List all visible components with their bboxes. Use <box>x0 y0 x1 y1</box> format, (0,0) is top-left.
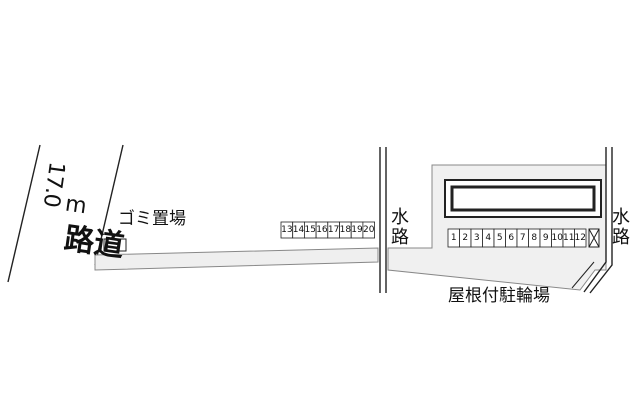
road-label: 17.0 m 道路 <box>5 137 126 290</box>
bike-parking-cross-2 <box>588 228 600 248</box>
waterway-left-label: 水路 <box>388 207 409 247</box>
parking-space-number: 16 <box>316 224 328 235</box>
parking-space-number: 18 <box>339 224 352 235</box>
parking-space-number: 14 <box>292 224 305 235</box>
parking-space-number: 2 <box>462 232 469 243</box>
parking-space-number: 3 <box>473 232 480 243</box>
parking-space-number: 12 <box>574 232 586 243</box>
building-inner <box>450 185 596 212</box>
parking-space-number: 10 <box>551 232 563 243</box>
parking-space-number: 5 <box>496 232 503 243</box>
trash-area-label: ゴミ置場 <box>118 209 186 229</box>
driveway <box>94 247 379 271</box>
parking-space-number: 8 <box>531 232 538 243</box>
parking-spaces-left <box>280 221 375 239</box>
parking-space-number: 7 <box>519 232 526 243</box>
parking-space-number: 15 <box>304 224 316 235</box>
waterway-right-line-2 <box>589 147 613 294</box>
parking-space-number: 4 <box>485 232 492 243</box>
parking-space-number: 19 <box>351 224 363 235</box>
parking-space-number: 17 <box>327 224 340 235</box>
road-width: 17.0 <box>37 160 69 209</box>
road-edge-line-inner <box>94 144 124 266</box>
bike-parking-leader <box>571 261 595 289</box>
parking-space-number: 6 <box>508 232 515 243</box>
road-unit: m <box>63 191 89 220</box>
waterway-right-label: 水路 <box>609 207 630 247</box>
waterway-right-line <box>583 147 607 293</box>
parking-space-number: 1 <box>450 232 457 243</box>
road-name: 道路 <box>56 221 126 262</box>
parking-space-number: 13 <box>281 224 293 235</box>
parking-space <box>362 221 375 239</box>
bike-parking-label: 屋根付駐輪場 <box>448 286 550 306</box>
parking-space-number: 9 <box>542 232 549 243</box>
parking-space-number: 11 <box>563 232 575 243</box>
parking-space-number: 20 <box>363 224 375 235</box>
road-edge-line <box>7 144 41 283</box>
trash-area-box <box>103 238 127 252</box>
parking-space <box>574 228 587 248</box>
parking-spaces-right <box>447 228 587 248</box>
